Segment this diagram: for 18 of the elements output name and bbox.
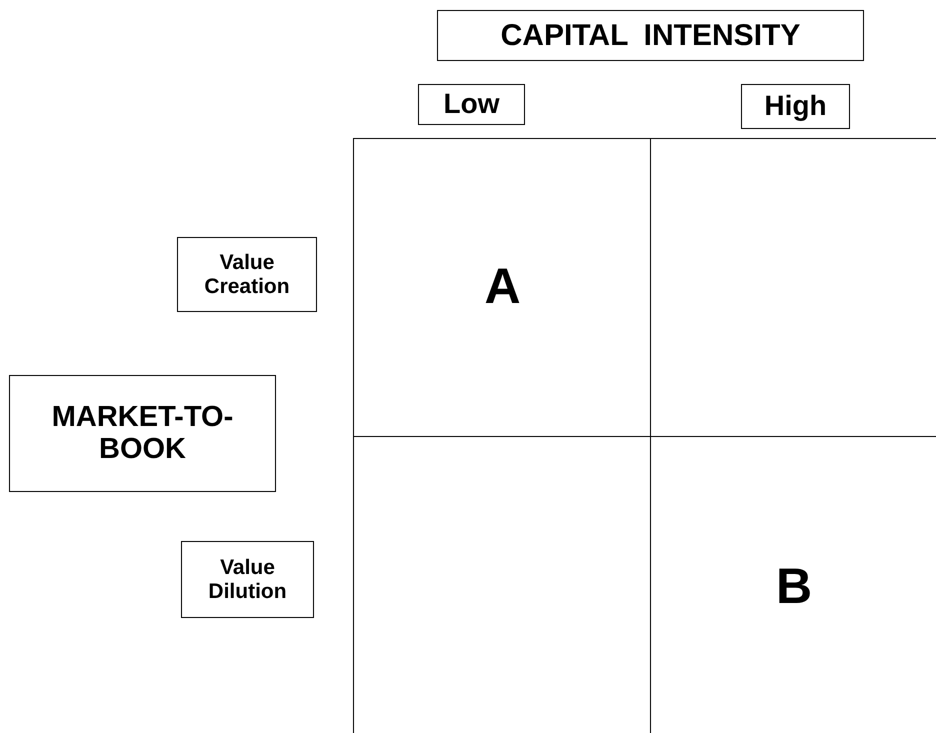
quadrant-letter: A (484, 258, 521, 316)
quadrant-cell (650, 138, 936, 438)
level-label-box (181, 541, 314, 618)
level-label-box (741, 84, 850, 129)
label-text: Value Creation (203, 251, 291, 298)
quadrant-cell (650, 436, 936, 733)
label-text: Value Dilution (207, 556, 288, 603)
quadrant-cell (353, 138, 652, 438)
quadrant-letter: B (776, 558, 812, 614)
level-label-box (177, 237, 317, 312)
level-label-box (418, 84, 525, 125)
label-text: MARKET-TO-BOOK (50, 402, 234, 466)
label-text: CAPITAL INTENSITY (500, 19, 800, 52)
axis-title-box (437, 10, 864, 61)
quadrant-cell (353, 436, 652, 733)
label-text: Low (444, 89, 500, 120)
axis-title-box (9, 375, 276, 492)
label-text: High (764, 91, 827, 122)
